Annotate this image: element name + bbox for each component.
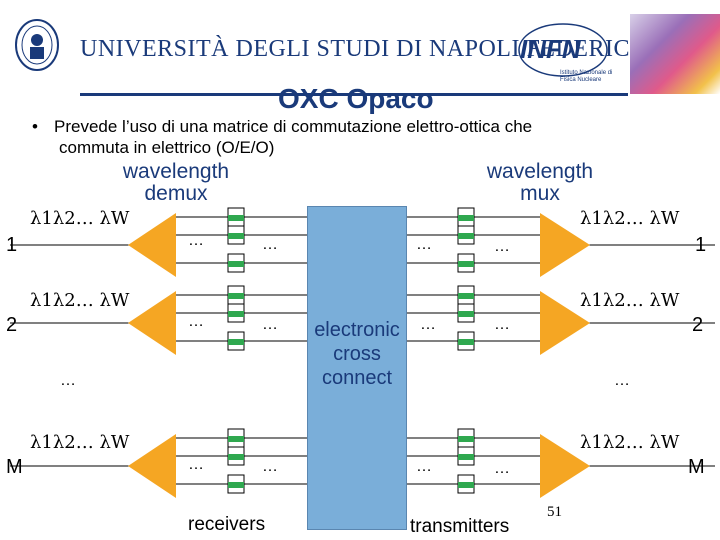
ellipsis: … [188, 313, 204, 330]
receiver-indicator [228, 215, 244, 221]
transmitters-label: transmitters [410, 516, 510, 537]
mux-triangle-m [540, 434, 590, 498]
input-label-m: M [6, 456, 23, 478]
demux-triangle-1 [128, 213, 176, 277]
bullet-line-1: •Prevede l’uso di una matrice di commuta… [32, 117, 533, 136]
mux-triangle-1 [540, 213, 590, 277]
header-divider [80, 93, 628, 96]
transmitter-indicator [458, 482, 474, 488]
mux-triangle-2 [540, 291, 590, 355]
ellipsis: … [494, 460, 510, 477]
infn-logo [518, 23, 608, 77]
receivers-label: receivers [188, 514, 266, 535]
receiver-indicator [228, 454, 244, 460]
ellipsis: … [262, 316, 278, 333]
receiver-indicator [228, 293, 244, 299]
ellipsis: … [262, 236, 278, 253]
receiver-indicator [228, 233, 244, 239]
ellipsis: … [188, 456, 204, 473]
transmitter-indicator [458, 293, 474, 299]
cross-connect-box [307, 206, 407, 530]
ellipsis: … [262, 458, 278, 475]
output-label-2: 2 [692, 314, 704, 336]
transmitter-indicator [458, 233, 474, 239]
demux-triangle-2 [128, 291, 176, 355]
infn-subtitle: Istituto Nazionale di Fisica Nucleare [560, 70, 613, 83]
slide-title: OXC Opaco [278, 83, 434, 114]
input-lambda-m: λ1λ2… λW [30, 432, 130, 453]
receiver-indicator [228, 311, 244, 317]
university-name: UNIVERSITÀ DEGLI STUDI DI NAPOLI FEDERIC… [80, 36, 672, 62]
output-lambda-2: λ1λ2… λW [580, 290, 680, 311]
input-lambda-1: λ1λ2… λW [30, 208, 130, 229]
demux-triangle-m [128, 434, 176, 498]
receiver-indicator [228, 436, 244, 442]
ellipsis: … [494, 316, 510, 333]
ellipsis: … [416, 236, 432, 253]
transmitter-indicator [458, 339, 474, 345]
input-label-1: 1 [6, 234, 18, 256]
cross-connect-label: electronic cross connect [314, 319, 400, 389]
input-lambda-2: λ1λ2… λW [30, 290, 130, 311]
transmitter-indicator [458, 215, 474, 221]
ellipsis: … [416, 458, 432, 475]
ellipsis: … [614, 372, 630, 389]
transmitter-indicator [458, 454, 474, 460]
university-seal-logo [15, 19, 59, 71]
mux-label: wavelength mux [486, 160, 594, 205]
transmitter-indicator [458, 261, 474, 267]
bullet-line-2: commuta in elettrico (O/E/O) [59, 138, 275, 157]
infn-logo-text: INFN [520, 34, 581, 64]
output-label-1: 1 [695, 234, 707, 256]
output-lambda-m: λ1λ2… λW [580, 432, 680, 453]
transmitter-indicator [458, 436, 474, 442]
output-lambda-1: λ1λ2… λW [580, 208, 680, 229]
output-label-m: M [688, 456, 705, 478]
fiber-optics-photo [630, 14, 720, 94]
ellipsis: … [494, 238, 510, 255]
ellipsis: … [60, 372, 76, 389]
page-number: 51 [547, 504, 562, 520]
receiver-indicator [228, 339, 244, 345]
demux-label: wavelength demux [122, 160, 230, 205]
ellipsis: … [188, 232, 204, 249]
transmitter-indicator [458, 311, 474, 317]
input-label-2: 2 [6, 314, 18, 336]
receiver-indicator [228, 482, 244, 488]
receiver-indicator [228, 261, 244, 267]
ellipsis: … [420, 316, 436, 333]
